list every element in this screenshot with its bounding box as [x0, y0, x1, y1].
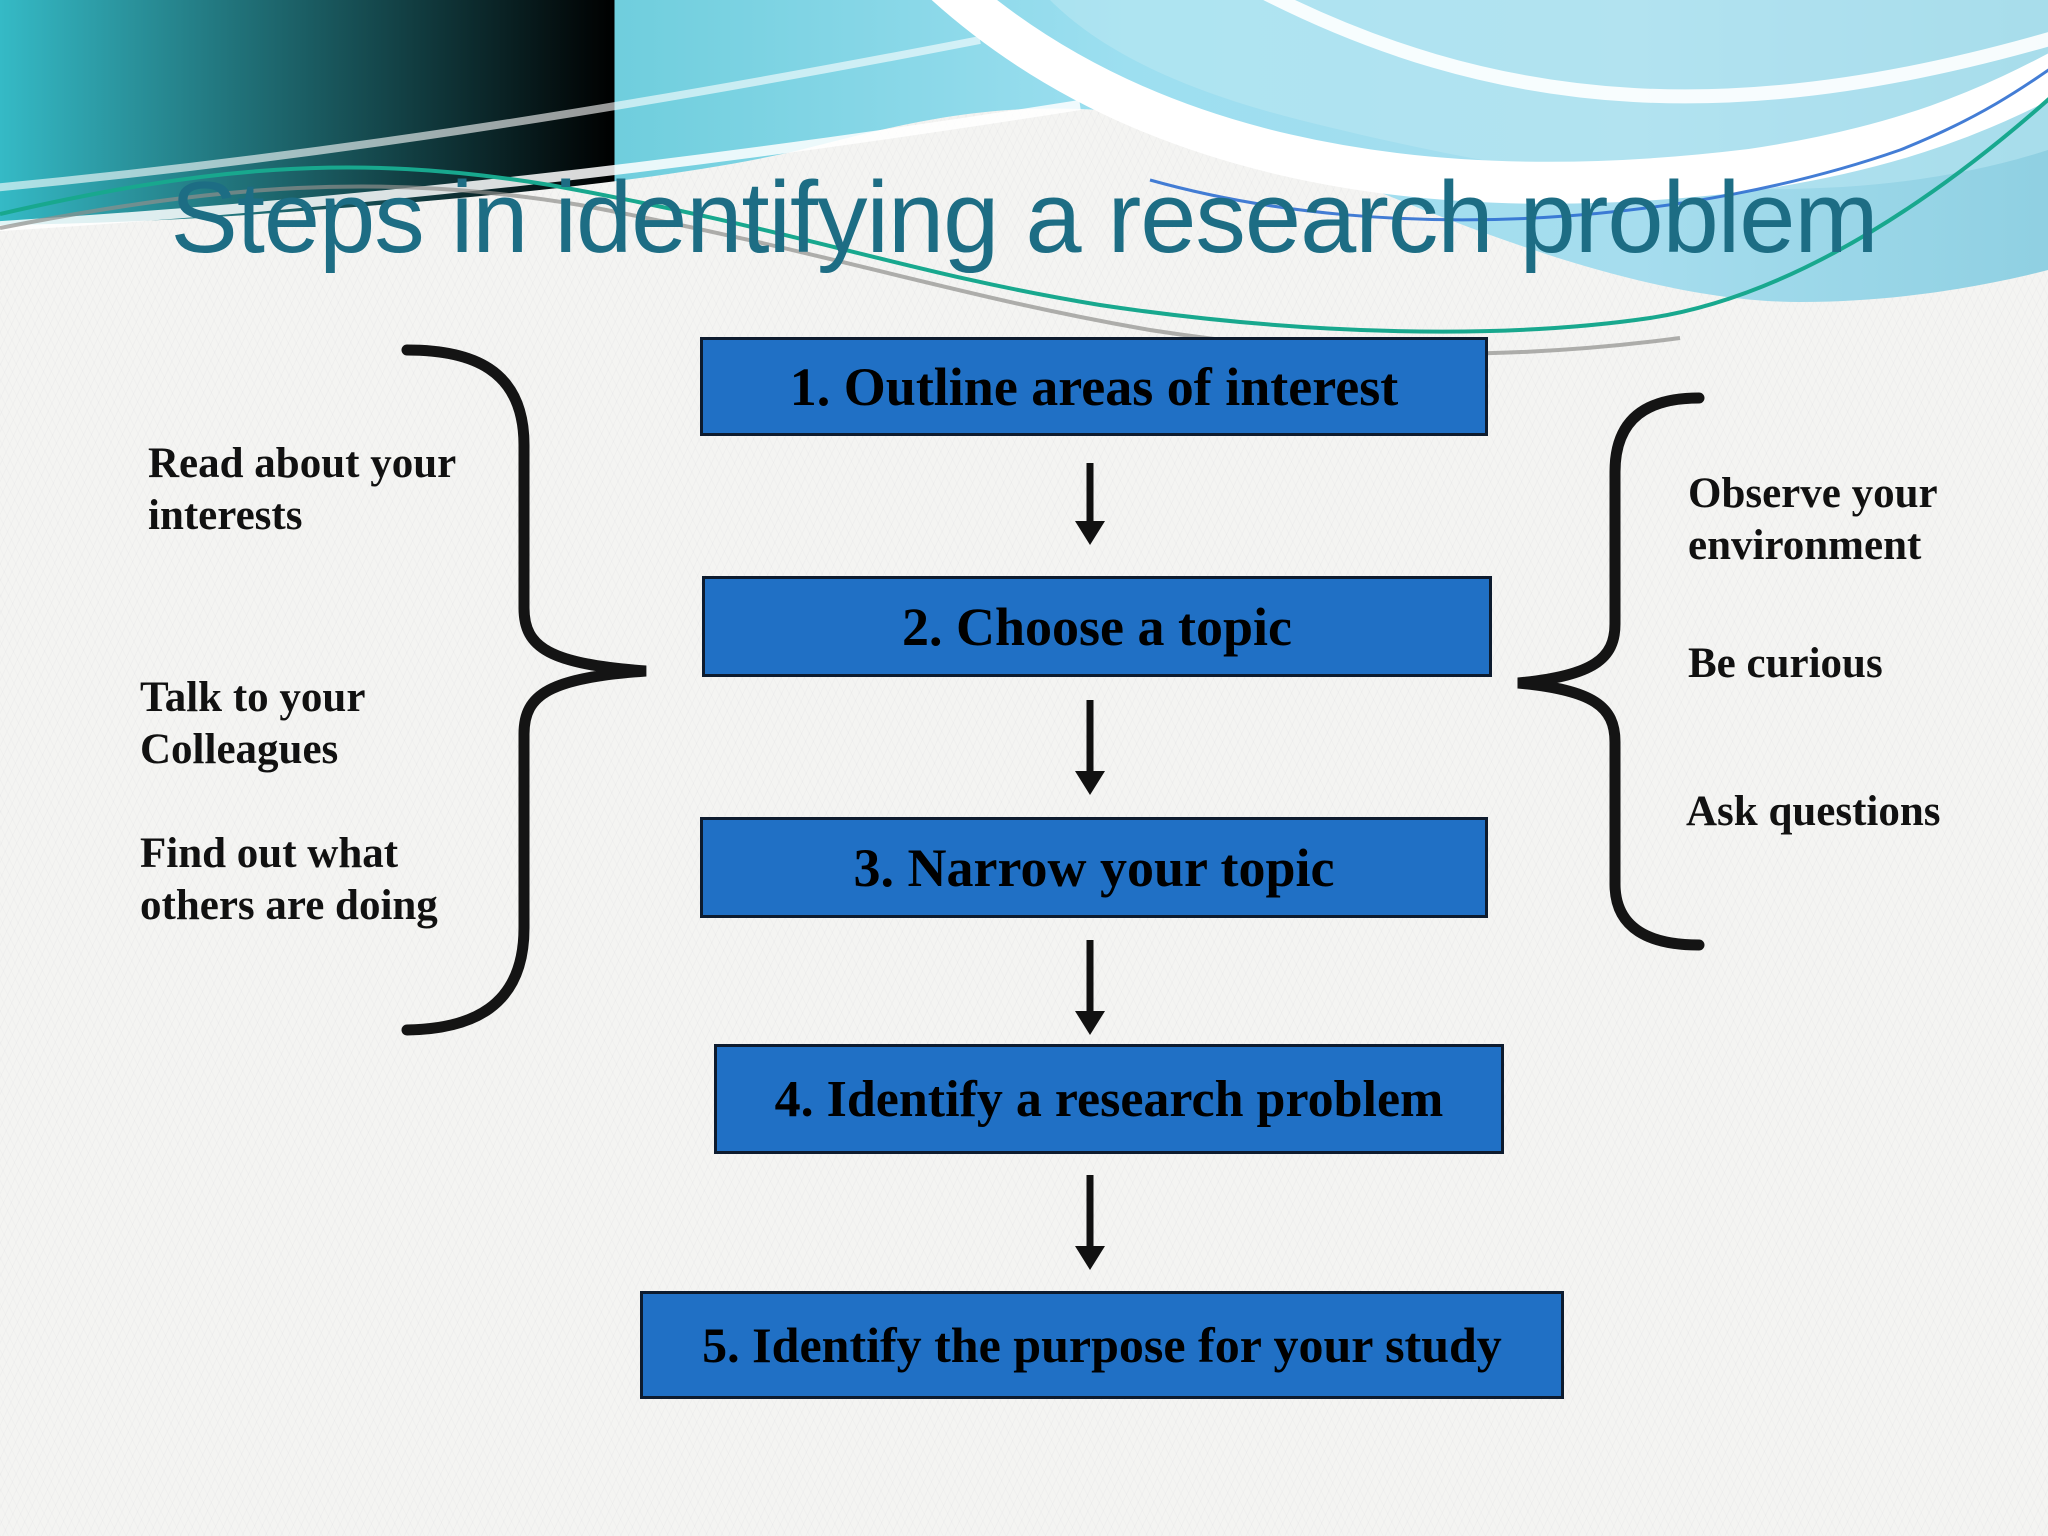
flow-step-label: 4. Identify a research problem [774, 1070, 1444, 1128]
header-wave-decoration [0, 0, 2048, 356]
wave-white-ribbon-thin [1263, 0, 2048, 104]
left-note-read-interests: Read about your interests [148, 440, 456, 539]
wave-white-arc-left2 [0, 36, 981, 192]
flow-step-label: 5. Identify the purpose for your study [702, 1317, 1502, 1373]
arrow-down-icon [1075, 700, 1105, 795]
flow-step-label: 1. Outline areas of interest [789, 356, 1399, 417]
flow-step-box-2: 2. Choose a topic [702, 576, 1492, 677]
flow-step-box-4: 4. Identify a research problem [714, 1044, 1504, 1154]
flow-step-label: 2. Choose a topic [902, 596, 1292, 657]
accent-line-blue [1149, 68, 2048, 222]
wave-white-ribbon [931, 0, 2048, 204]
right-note-ask-questions: Ask questions [1686, 788, 1941, 835]
flow-step-box-3: 3. Narrow your topic [700, 817, 1488, 918]
flow-step-box-1: 1. Outline areas of interest [700, 337, 1488, 436]
flow-step-box-5: 5. Identify the purpose for your study [640, 1291, 1564, 1399]
left-note-find-out: Find out what others are doing [140, 830, 438, 929]
page-title: Steps in identifying a research problem [170, 162, 1879, 274]
left-note-talk-colleagues: Talk to your Colleagues [140, 674, 365, 773]
right-note-be-curious: Be curious [1688, 640, 1883, 687]
accent-line-green [0, 97, 2048, 334]
flow-step-label: 3. Narrow your topic [853, 837, 1335, 898]
arrow-down-icon [1075, 940, 1105, 1035]
arrow-down-icon [1075, 1175, 1105, 1270]
right-note-observe-environment: Observe your environment [1688, 470, 1937, 569]
